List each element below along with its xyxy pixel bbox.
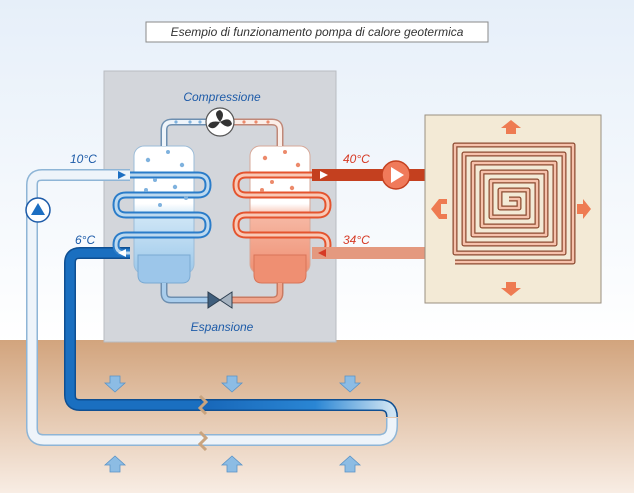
pump-icon [25, 197, 51, 223]
evaporator [112, 145, 212, 284]
ground-background [0, 340, 634, 493]
expansion-valve-icon [207, 291, 233, 309]
title-box: Esempio di funzionamento pompa di calore… [145, 21, 489, 43]
diagram-title: Esempio di funzionamento pompa di calore… [171, 25, 464, 39]
temp-out-cold-label: 6°C [75, 233, 95, 247]
flow-arrows [118, 171, 328, 257]
ground-loop-cold [64, 247, 398, 418]
temp-hot-out-label: 40°C [343, 152, 370, 166]
compressor-icon [205, 107, 235, 137]
ground-loop-return [26, 169, 398, 446]
compressor-line [160, 118, 284, 146]
temp-in-cold-label: 10°C [70, 152, 97, 166]
temp-hot-return-label: 34°C [343, 233, 370, 247]
circulation-pump-icon [381, 160, 411, 190]
heat-arrow-icon [431, 120, 591, 296]
expansion-line [160, 283, 284, 304]
expansion-label: Espansione [191, 320, 254, 334]
pipe-break-marks [197, 394, 209, 452]
floor-heating-panel [424, 114, 602, 304]
ground-arrow-icon [103, 375, 362, 473]
compression-label: Compressione [183, 90, 261, 104]
